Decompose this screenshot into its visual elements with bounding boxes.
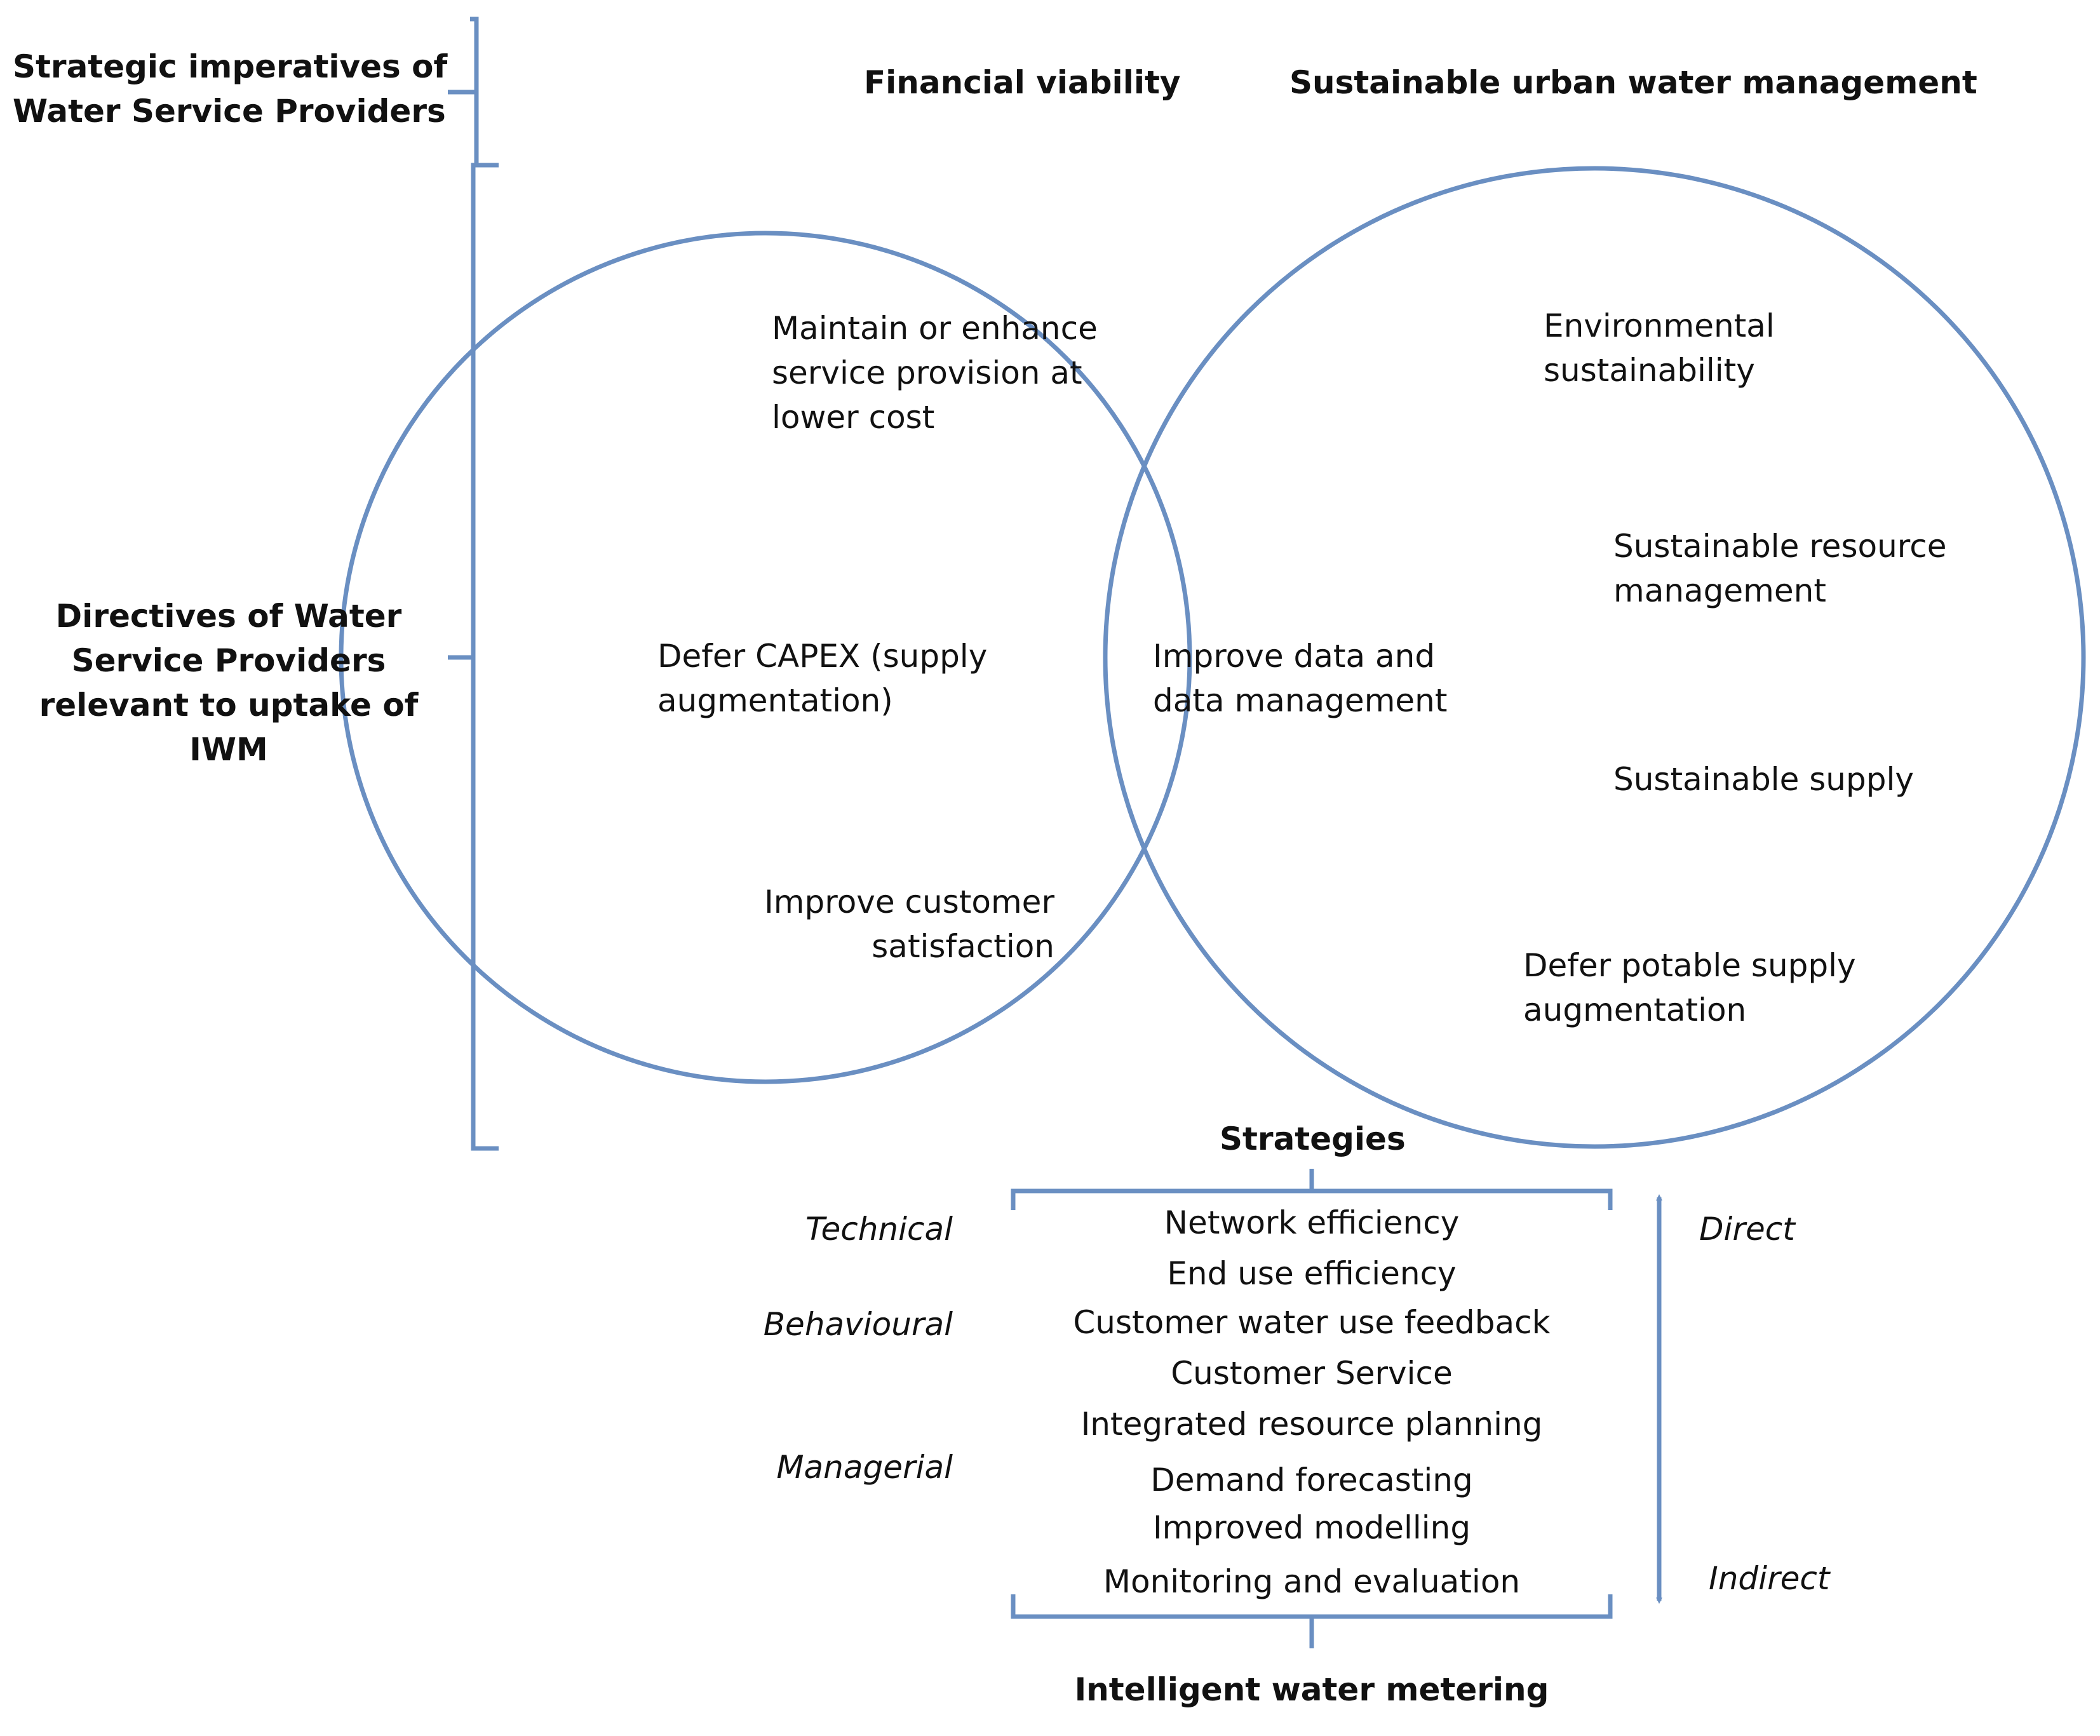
behavioural-category: Behavioural (763, 1306, 953, 1343)
defer-capex-text: Defer CAPEX (supply augmentation) (657, 638, 988, 719)
strategies-bottom-brace (1011, 1594, 1613, 1648)
managerial-category: Managerial (776, 1449, 953, 1486)
financial-viability-circle (339, 231, 1192, 1084)
strategy-item: End use efficiency (1167, 1255, 1457, 1292)
strategies-title: Strategies (1220, 1120, 1406, 1157)
sustainable-management-header: Sustainable urban water management (1289, 64, 1977, 101)
indirect-label: Indirect (1709, 1560, 1830, 1597)
strategy-item: Customer Service (1171, 1355, 1453, 1392)
technical-category: Technical (805, 1211, 953, 1248)
strategy-item: Integrated resource planning (1080, 1406, 1543, 1443)
financial-viability-header: Financial viability (864, 64, 1181, 101)
strategy-item: Monitoring and evaluation (1103, 1563, 1521, 1600)
strategy-item: Improved modelling (1152, 1509, 1471, 1546)
imperatives-brace (448, 17, 499, 168)
sustainable-supply-text: Sustainable supply (1613, 761, 1914, 798)
improve-data-text: Improve data and data management (1153, 638, 1448, 719)
maintain-service-text: Maintain or enhance service provision at… (772, 310, 1098, 436)
strategies-top-brace (1011, 1169, 1613, 1210)
sustainable-management-circle (1103, 166, 2086, 1149)
strategy-item: Network efficiency (1164, 1204, 1460, 1241)
sustainable-resource-text: Sustainable resource management (1613, 528, 1947, 609)
directives-brace (448, 163, 499, 1151)
intelligent-metering-label: Intelligent water metering (1074, 1671, 1549, 1708)
strategy-item: Customer water use feedback (1073, 1304, 1551, 1341)
strategy-item: Demand forecasting (1150, 1462, 1473, 1498)
defer-potable-text: Defer potable supply augmentation (1523, 947, 1856, 1028)
directives-label: Directives of Water Service Providers re… (39, 598, 419, 768)
improve-satisfaction-text: Improve customer satisfaction (764, 884, 1054, 965)
strategic-imperatives-label: Strategic imperatives of Water Service P… (13, 48, 448, 130)
direct-label: Direct (1699, 1211, 1795, 1248)
environmental-sustainability-text: Environmental sustainability (1544, 307, 1775, 389)
